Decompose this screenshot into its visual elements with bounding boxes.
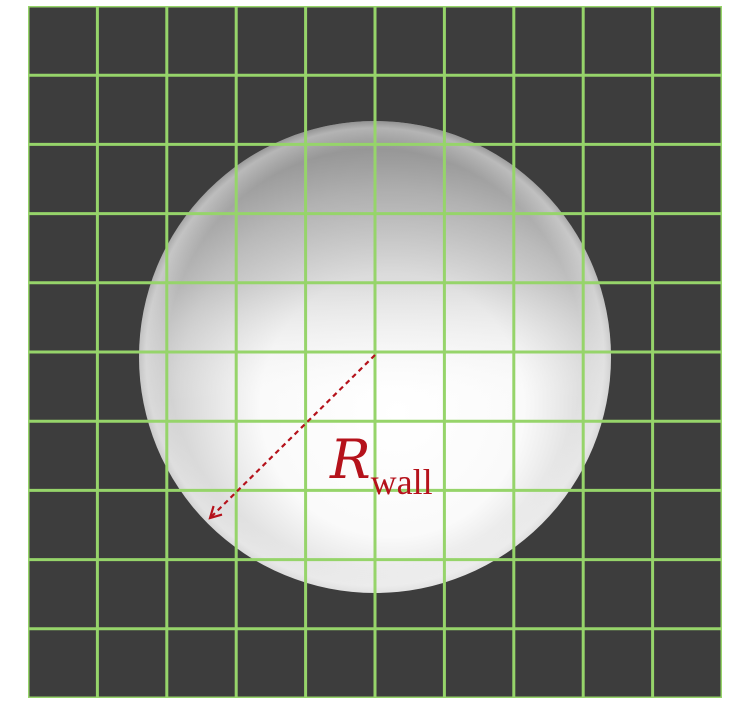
radius-symbol: R (329, 428, 371, 491)
radius-subscript: wall (371, 462, 433, 502)
